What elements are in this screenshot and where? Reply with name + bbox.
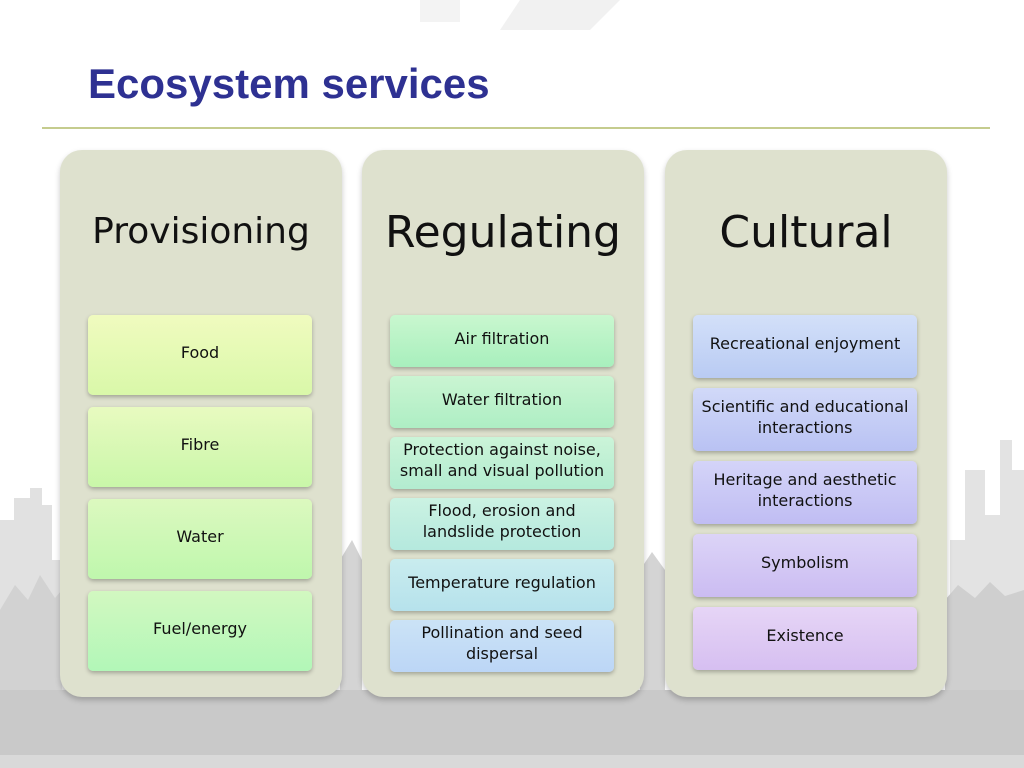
column-heading-regulating: Regulating xyxy=(385,207,621,258)
list-item: Protection against noise, small and visu… xyxy=(390,437,614,489)
title-divider xyxy=(42,127,990,129)
column-cultural: Cultural Recreational enjoyment Scientif… xyxy=(665,150,947,697)
list-item: Air filtration xyxy=(390,315,614,367)
list-item: Heritage and aesthetic interactions xyxy=(693,461,917,524)
list-item: Food xyxy=(88,315,312,395)
list-item: Water xyxy=(88,499,312,579)
list-item: Recreational enjoyment xyxy=(693,315,917,378)
list-item: Pollination and seed dispersal xyxy=(390,620,614,672)
slide-title: Ecosystem services xyxy=(88,60,490,107)
column-provisioning: Provisioning Food Fibre Water Fuel/energ… xyxy=(60,150,342,697)
column-heading-cultural: Cultural xyxy=(719,207,893,258)
column-regulating: Regulating Air filtration Water filtrati… xyxy=(362,150,644,697)
list-item: Symbolism xyxy=(693,534,917,597)
list-item: Scientific and educational interactions xyxy=(693,388,917,451)
list-item: Flood, erosion and landslide protection xyxy=(390,498,614,550)
list-item: Fuel/energy xyxy=(88,591,312,671)
list-item: Temperature regulation xyxy=(390,559,614,611)
list-item: Existence xyxy=(693,607,917,670)
list-item: Water filtration xyxy=(390,376,614,428)
list-item: Fibre xyxy=(88,407,312,487)
column-heading-provisioning: Provisioning xyxy=(92,211,310,252)
